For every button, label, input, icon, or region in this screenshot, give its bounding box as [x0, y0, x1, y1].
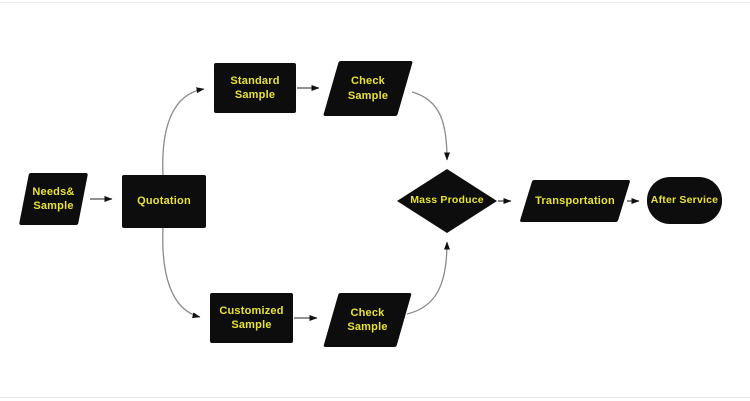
node-label: Customized Sample [219, 304, 284, 331]
node-label: Transportation [535, 194, 615, 207]
node-label: After Service [650, 193, 719, 206]
terminator-shape [647, 177, 722, 224]
node-label: Standard Sample [230, 74, 280, 101]
bottom-edge-divider [0, 397, 750, 398]
connector-quotation-to-customized-sample [162, 227, 201, 319]
node-customized-sample: Customized Sample [210, 293, 293, 343]
node-label: Mass Produce [410, 194, 484, 207]
top-edge-divider [0, 2, 750, 3]
node-needs-sample: Needs& Sample [18, 173, 89, 225]
node-transportation: Transportation [518, 180, 632, 222]
node-label: Needs& Sample [32, 185, 75, 212]
connector-check-sample-bottom-to-mass-produce [406, 241, 450, 315]
node-check-sample-bottom: Check Sample [323, 293, 412, 347]
node-quotation: Quotation [122, 175, 206, 228]
node-label: Quotation [137, 195, 191, 208]
node-mass-produce: Mass Produce [397, 169, 497, 233]
node-after-service: After Service [647, 177, 722, 224]
node-label: Check Sample [347, 75, 389, 102]
node-standard-sample: Standard Sample [214, 63, 296, 113]
rectangle-shape [210, 293, 293, 343]
rectangle-shape [214, 63, 296, 113]
connector-check-sample-top-to-mass-produce [411, 91, 450, 161]
node-check-sample-top: Check Sample [323, 61, 413, 116]
rectangle-shape [122, 175, 206, 228]
node-label: Check Sample [347, 306, 388, 333]
connector-quotation-to-standard-sample [162, 87, 205, 176]
